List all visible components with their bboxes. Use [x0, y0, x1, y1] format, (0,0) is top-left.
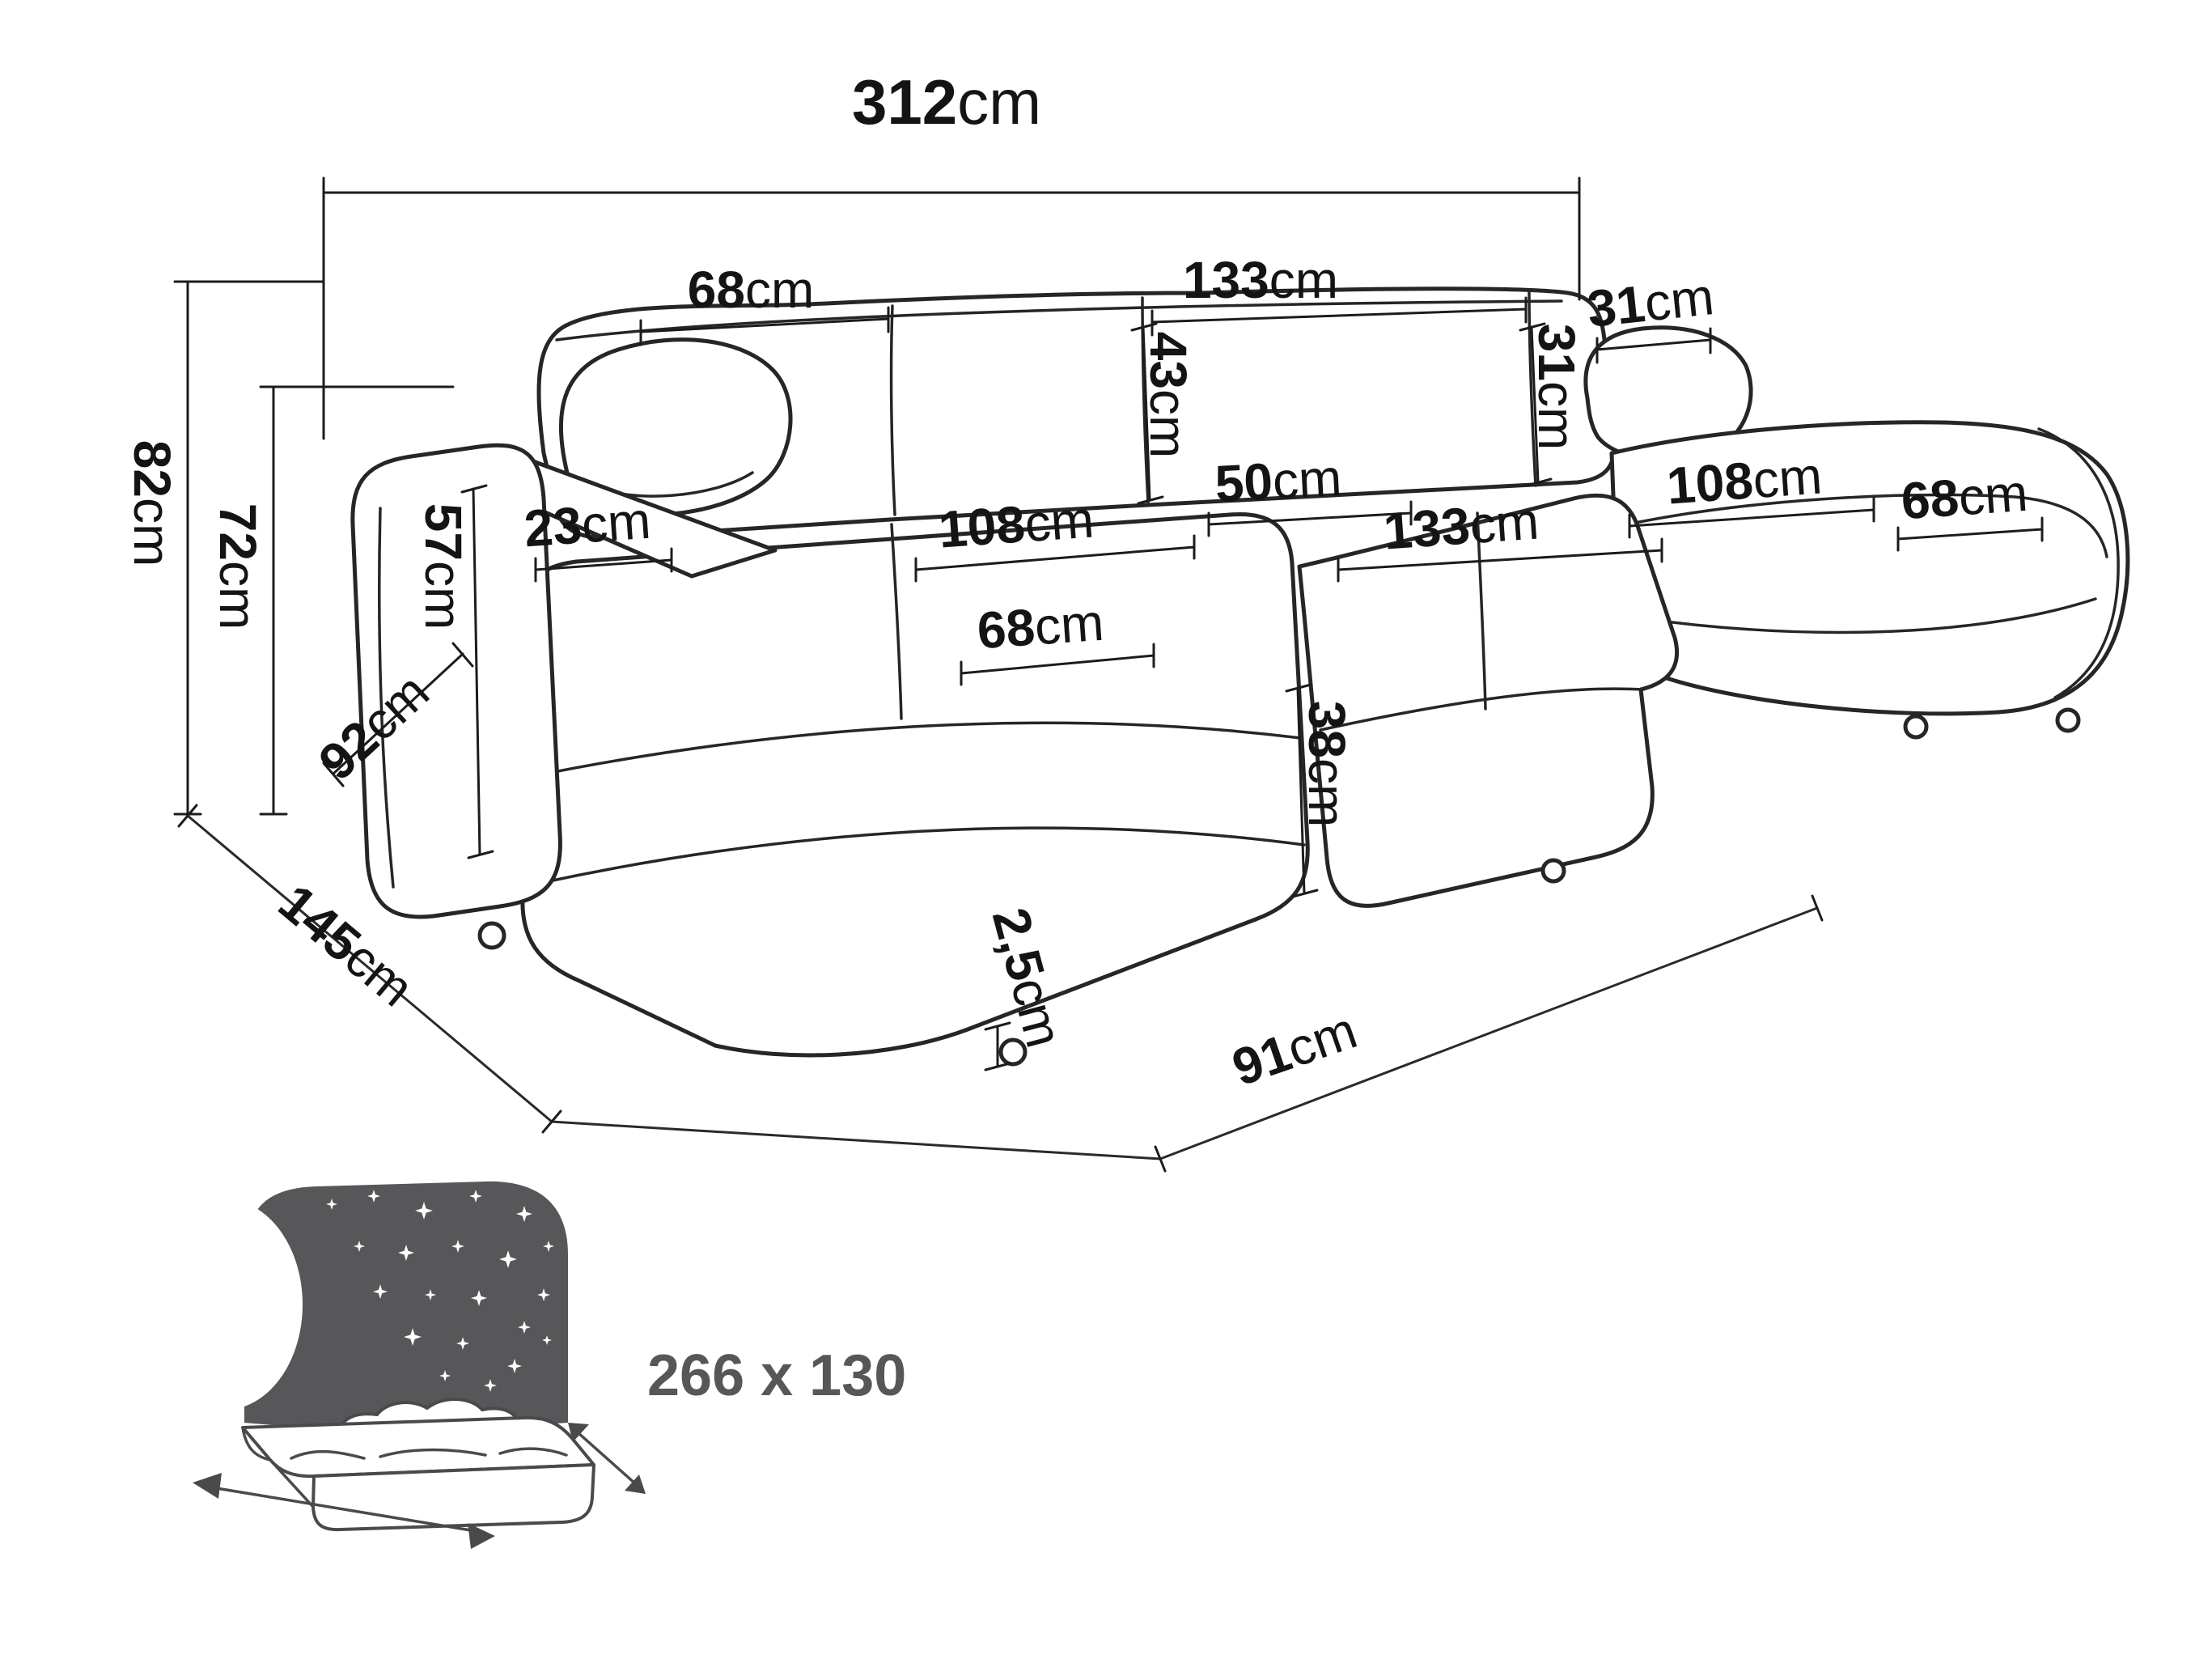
- floor-outline: [177, 804, 1824, 1173]
- label-backrest-seat-gap: 50cm: [1214, 448, 1343, 513]
- label-right-chaise-width: 68cm: [1899, 464, 2029, 531]
- label-center-seat-width: 133cm: [1382, 491, 1541, 560]
- label-corner-backrest: 31cm: [1528, 324, 1586, 451]
- sofa-drawing: [350, 286, 2130, 1067]
- label-front-edge: 91cm: [1225, 1000, 1363, 1097]
- right-chaise-roll: [2037, 427, 2120, 699]
- dim-total-width-line: [322, 176, 1581, 440]
- label-armrest-height: 57cm: [414, 503, 472, 630]
- label-seat-front-height: 38cm: [1298, 701, 1356, 828]
- duvet-squiggle: [290, 1447, 568, 1460]
- dim-corner-backrest-line: [1519, 322, 1553, 487]
- backrest-outline: [536, 286, 1617, 541]
- backrest-seam-right: [1528, 291, 1537, 487]
- dim-left-chaise-length-line: [914, 534, 1196, 583]
- dim-right-chaise-width-line: [1896, 516, 2044, 552]
- dim-armrest-height-line: [460, 484, 494, 859]
- floor-dim-ticks: [177, 804, 1824, 1173]
- dim-left-chaise-seat-width-line: [960, 643, 1155, 686]
- dim-armrest-depth-line: [322, 642, 474, 787]
- width-arrow-line: [210, 1486, 477, 1533]
- depth-arrow-head-top: [568, 1423, 589, 1442]
- foot: [1540, 858, 1566, 884]
- dim-seat-front-height-line: [1285, 683, 1319, 898]
- label-right-chaise-length: 108cm: [1665, 446, 1824, 515]
- label-backrest-cushion-height: 43cm: [1139, 332, 1197, 459]
- right-chaise-front-seam: [1629, 597, 2097, 634]
- dimension-lines: [173, 176, 2044, 1071]
- label-back-center: 133cm: [1183, 251, 1338, 309]
- label-total-width: 312cm: [852, 66, 1041, 138]
- dim-backrest-cushion-height-line: [1130, 322, 1164, 505]
- dim-leg-height-line: [984, 1021, 1011, 1071]
- center-seats-front-edge: [1319, 687, 1644, 732]
- label-backrest-floor-height: 72cm: [209, 503, 267, 630]
- mattress-left-edge: [241, 1426, 315, 1508]
- dim-corner-cushion-line: [1595, 327, 1712, 364]
- label-left-chaise-seat-width: 68cm: [975, 593, 1105, 660]
- mattress-front: [311, 1463, 595, 1532]
- dim-center-seat-width-line: [1337, 537, 1663, 583]
- depth-arrow-head-bottom: [625, 1474, 646, 1494]
- width-arrow-head-left: [193, 1473, 222, 1499]
- label-armrest-top-width: 23cm: [522, 491, 652, 558]
- right-chaise-top-edge: [1618, 493, 2108, 558]
- label-left-chaise-length: 108cm: [937, 490, 1096, 558]
- dim-armrest-top-line: [534, 547, 673, 583]
- foot: [1903, 714, 1929, 740]
- left-chaise-front-seam: [536, 826, 1306, 885]
- foot: [998, 1037, 1028, 1067]
- label-total-height: 82cm: [123, 440, 181, 567]
- left-chaise-outline: [520, 512, 1310, 1058]
- left-chaise-back-seam: [890, 523, 903, 720]
- floor-edge: [186, 814, 1819, 1160]
- width-arrow-head-right: [468, 1523, 495, 1549]
- moon-crescent-cut: [147, 1199, 303, 1410]
- armrest-edge-piping: [378, 507, 395, 889]
- sleeping-area-label: 266 x 130: [647, 1343, 906, 1408]
- sleeping-function-icon: 266 x 130: [147, 1181, 906, 1549]
- headboard-night-shape: [244, 1181, 568, 1429]
- left-chaise-top-seam: [528, 721, 1303, 779]
- dim-back-left-line: [639, 306, 890, 346]
- foot: [2055, 707, 2081, 733]
- dim-right-chaise-length-line: [1628, 497, 1875, 539]
- dim-back-center-line: [1150, 296, 1528, 337]
- backrest-seam-center: [1141, 296, 1150, 505]
- sofa-feet: [477, 707, 2081, 1067]
- dim-backrest-floor-height-line: [259, 385, 455, 816]
- armrest-front-face: [350, 443, 562, 919]
- backrest-seam-left: [889, 304, 896, 516]
- depth-arrow-line: [576, 1431, 638, 1486]
- right-corner-pillow: [1583, 325, 1753, 462]
- dim-total-height-line: [173, 280, 325, 816]
- dim-backrest-seat-gap-line: [1207, 500, 1413, 537]
- label-back-left: 68cm: [688, 261, 815, 319]
- dimension-labels: 312cm 68cm 133cm 31cm 43cm 31cm 50cm 108…: [123, 66, 2030, 1097]
- label-corner-cushion: 31cm: [1584, 267, 1716, 338]
- center-seats-seam: [1476, 511, 1487, 711]
- foot: [477, 921, 506, 950]
